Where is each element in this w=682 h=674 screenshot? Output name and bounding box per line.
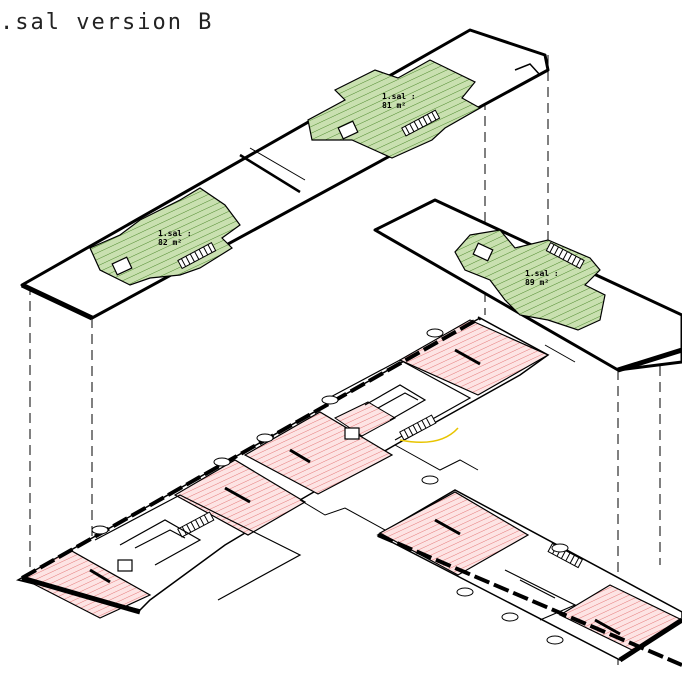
upper-floor-long-slab: 1.sal : 81 m² 1.sal : 82 m² xyxy=(20,28,550,321)
room-b-label-1: 1.sal : xyxy=(158,229,192,238)
room-a-label-1: 1.sal : xyxy=(382,92,416,101)
room-c-label-2: 89 m² xyxy=(525,278,549,287)
door-arc xyxy=(399,427,459,443)
room-b-label-2: 82 m² xyxy=(158,238,182,247)
upper-floor-short-slab: 1.sal : 89 m² xyxy=(373,198,682,373)
ground-floor-plan xyxy=(15,316,682,667)
ground-room-4 xyxy=(398,319,550,396)
ground-room-3 xyxy=(243,411,394,495)
room-a-label-2: 81 m² xyxy=(382,101,406,110)
diagram-title: .sal version B xyxy=(0,10,214,35)
ground-room-7 xyxy=(558,584,682,651)
ground-room-1 xyxy=(20,549,152,619)
room-c-label-1: 1.sal : xyxy=(525,269,559,278)
ground-room-6 xyxy=(378,491,530,576)
